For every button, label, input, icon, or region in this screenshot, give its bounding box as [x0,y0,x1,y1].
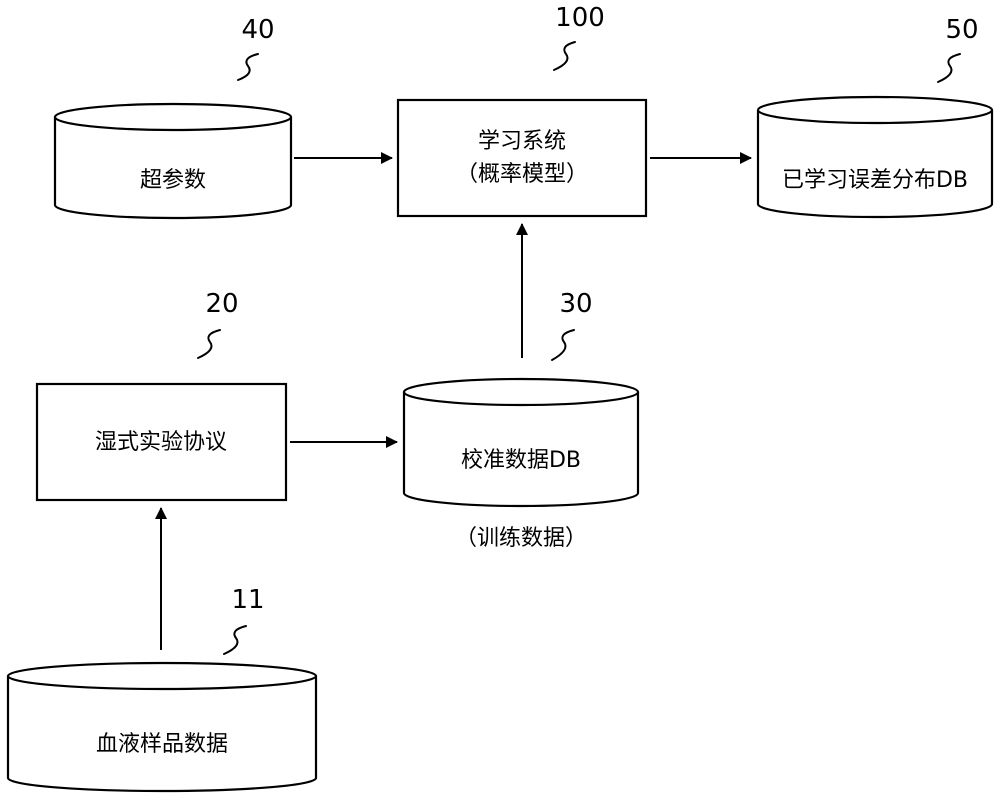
calibration-db-caption: （训练数据） [455,526,587,551]
wet-protocol-label: 湿式实验协议 [95,430,227,455]
blood-sample-ref-number: 11 [231,585,264,615]
wet-protocol-rect [35,382,288,502]
learning-system-ref-number: 100 [555,3,605,33]
learning-system-rect [396,98,648,218]
wet-protocol-leader-line [197,329,221,359]
learned-error-db-label: 已学习误差分布DB [782,168,968,193]
hyperparameters-ref-number: 40 [241,15,274,45]
calibration-db-ref-number: 30 [559,289,592,319]
hyperparameters-cylinder: 超参数 [53,102,293,220]
calibration-db-leader-line [551,329,575,361]
hyperparameters-cylinder-top [53,102,293,132]
calibration-db-label: 校准数据DB [461,448,581,473]
calibration-db-cylinder-body [402,392,640,508]
blood-sample-cylinder: 血液样品数据 [6,661,318,793]
learned-error-db-cylinder-body [756,110,994,219]
learned-error-db-leader-line [937,53,961,83]
blood-sample-leader-line [223,625,247,655]
learning-system-box: 学习系统 （概率模型） [396,98,648,218]
calibration-db-cylinder-top [402,377,640,407]
learning-system-label-line1: 学习系统 [478,129,566,154]
wet-protocol-box: 湿式实验协议 [35,382,288,502]
hyperparameters-leader-line [237,53,259,81]
learning-system-label-line2: （概率模型） [456,162,588,187]
learned-error-db-ref-number: 50 [945,15,978,45]
learned-error-db-cylinder-top [756,95,994,125]
calibration-db-cylinder: 校准数据DB [402,377,640,508]
learned-error-db-cylinder: 已学习误差分布DB [756,95,994,219]
learning-system-leader-line [553,41,576,71]
blood-sample-label: 血液样品数据 [96,732,228,757]
hyperparameters-label: 超参数 [140,168,206,193]
wet-protocol-ref-number: 20 [205,289,238,319]
hyperparameters-cylinder-body [53,117,293,220]
blood-sample-cylinder-body [6,676,318,793]
blood-sample-cylinder-top [6,661,318,691]
